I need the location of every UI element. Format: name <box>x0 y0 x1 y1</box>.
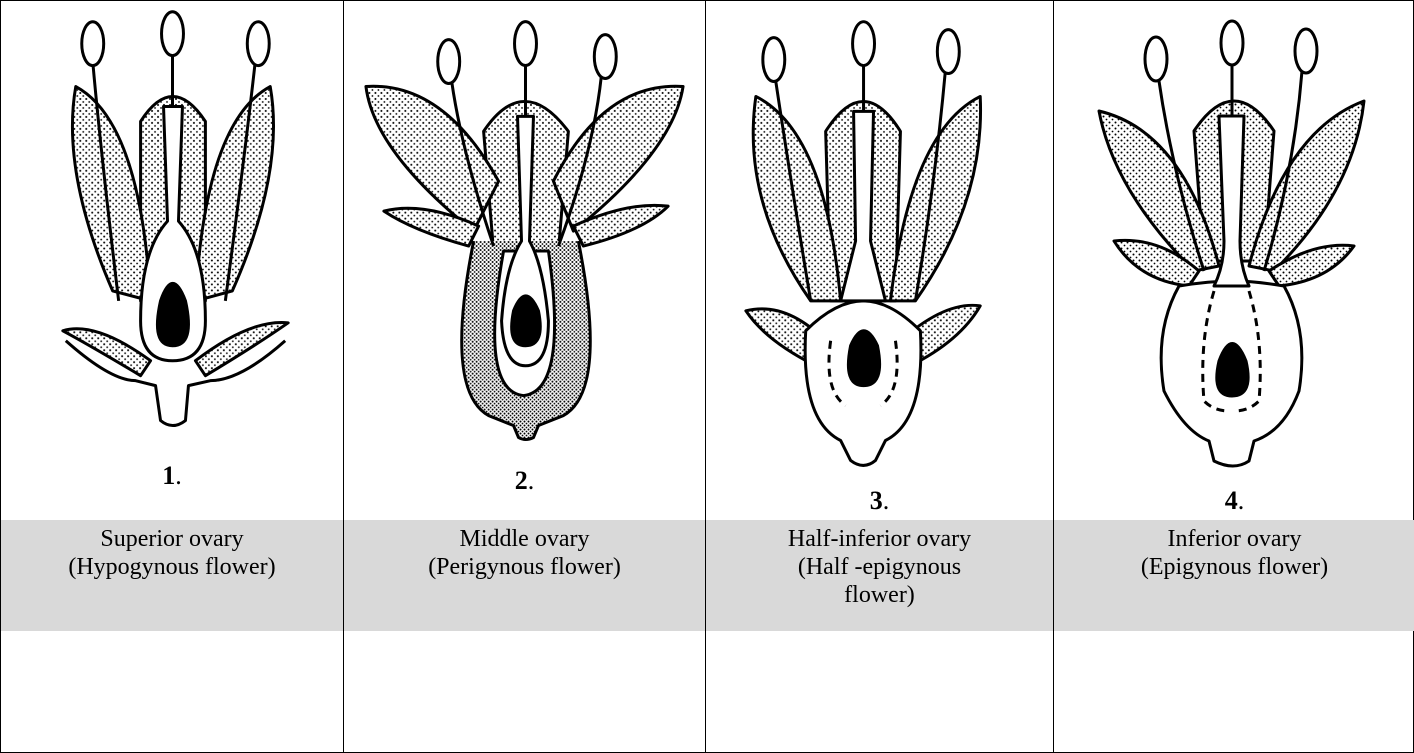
caption-ovary-type: Middle ovary <box>344 525 705 553</box>
epigynous-flower-illustration <box>1054 1 1414 520</box>
caption-ovary-type: Inferior ovary <box>1054 525 1414 553</box>
half-epigynous-flower-illustration <box>706 1 1053 520</box>
hypogynous-flower-illustration <box>1 1 343 520</box>
panel-caption: Half-inferior ovary (Half -epigynous flo… <box>706 520 1053 631</box>
panel-caption: Middle ovary (Perigynous flower) <box>344 520 705 631</box>
panel-number: 4. <box>1054 486 1414 516</box>
panel-number: 1. <box>1 461 343 491</box>
panel-middle-ovary: 2. Middle ovary (Perigynous flower) <box>344 1 706 752</box>
caption-flower-type: (Epigynous flower) <box>1054 553 1414 581</box>
panel-inferior-ovary: 4. Inferior ovary (Epigynous flower) <box>1054 1 1414 752</box>
caption-ovary-type: Superior ovary <box>1 525 343 553</box>
caption-flower-type: (Perigynous flower) <box>344 553 705 581</box>
panel-superior-ovary: 1. Superior ovary (Hypogynous flower) <box>1 1 344 752</box>
perigynous-flower-illustration <box>344 1 705 520</box>
panel-number: 3. <box>706 486 1053 516</box>
caption-flower-type: (Hypogynous flower) <box>1 553 343 581</box>
caption-flower-type: (Half -epigynous <box>706 553 1053 581</box>
caption-extra: flower) <box>706 581 1053 609</box>
panel-caption: Superior ovary (Hypogynous flower) <box>1 520 343 631</box>
panel-caption: Inferior ovary (Epigynous flower) <box>1054 520 1414 631</box>
panel-number: 2. <box>344 466 705 496</box>
caption-ovary-type: Half-inferior ovary <box>706 525 1053 553</box>
panel-half-inferior-ovary: 3. Half-inferior ovary (Half -epigynous … <box>706 1 1054 752</box>
